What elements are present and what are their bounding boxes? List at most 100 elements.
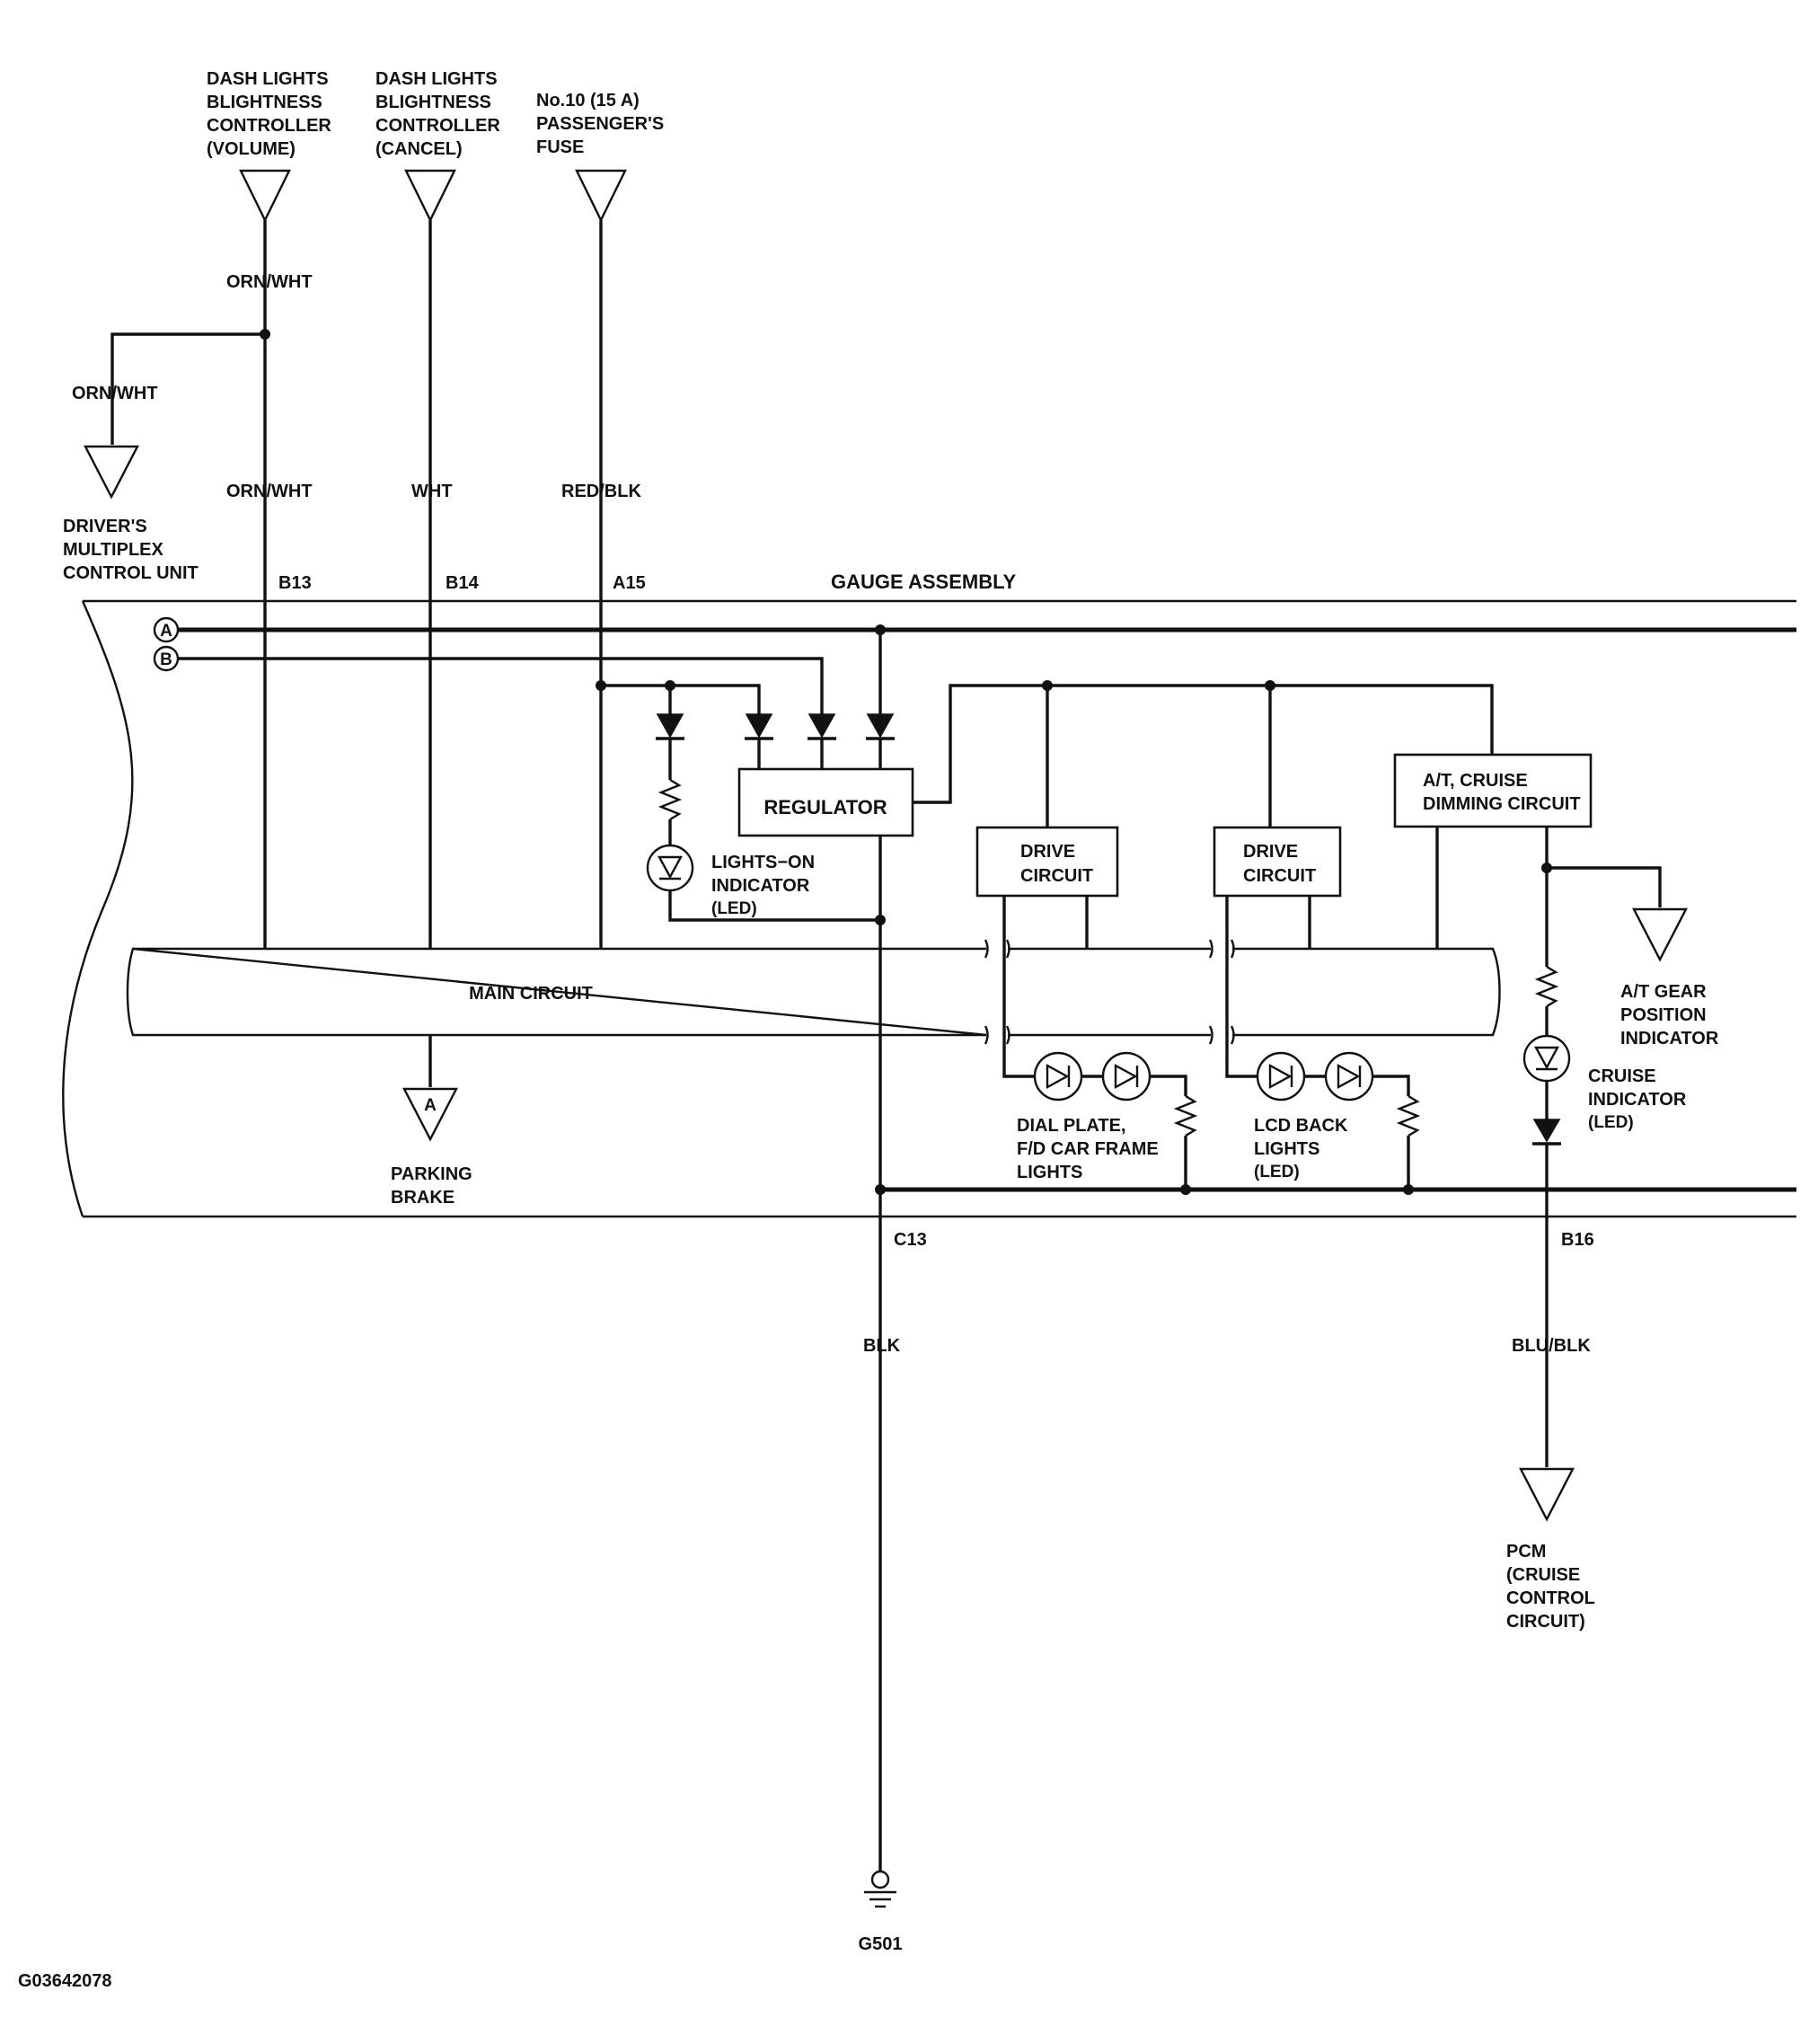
dial-plate-led-1 — [1033, 1051, 1083, 1102]
main-circuit-label: MAIN CIRCUIT — [469, 984, 593, 1004]
ground-bus-junction — [875, 1184, 886, 1195]
lights-on-return-wire — [668, 890, 880, 922]
dial-plate-led-1-triangle — [1046, 1063, 1070, 1090]
dial-plate-line-3: LIGHTS — [1017, 1163, 1082, 1182]
lights-on-branch — [646, 686, 886, 925]
regulator-label: REGULATOR — [763, 796, 887, 818]
break-mark-2-bottom — [1208, 1025, 1235, 1045]
drive-circuit-2-box — [1213, 826, 1342, 898]
cancel-line-1: DASH LIGHTS — [375, 69, 498, 89]
parking-brake-line-1: PARKING — [391, 1164, 472, 1184]
lights-on-line-1: LIGHTS−ON — [711, 853, 815, 872]
pin-b13: B13 — [278, 573, 312, 593]
orn-wht-junction — [260, 329, 270, 340]
dial-plate-feed-wire — [1002, 896, 1035, 1078]
break-mark-1-bottom — [984, 1025, 1010, 1045]
at-gear-label: A/T GEAR POSITION INDICATOR — [1620, 982, 1719, 1049]
lcd-back-label: LCD BACK LIGHTS (LED) — [1254, 1116, 1348, 1181]
main-circuit-outline — [126, 947, 1501, 1037]
lcd-led-2 — [1324, 1051, 1374, 1102]
cruise-branch — [1519, 827, 1688, 1522]
diode-bus-b — [808, 713, 836, 739]
dimming-line-1: A/T, CRUISE — [1423, 771, 1528, 791]
cruise-diode — [1532, 1119, 1561, 1143]
bus-lines: A B — [153, 616, 1796, 723]
drive-circuit-2-line-2: CIRCUIT — [1243, 866, 1316, 886]
drive-circuit-1-box — [975, 826, 1119, 898]
bus-b-letter: B — [160, 650, 172, 669]
lights-on-line-3: (LED) — [711, 899, 757, 918]
wire-label-red-blk: RED/BLK — [561, 482, 641, 501]
wire-label-orn-wht-branch: ORN/WHT — [72, 384, 158, 403]
lights-on-led-circle — [646, 844, 694, 892]
ground-label: G501 — [859, 1934, 903, 1954]
dial-plate-label: DIAL PLATE, F/D CAR FRAME LIGHTS — [1017, 1116, 1159, 1182]
parking-brake-line-2: BRAKE — [391, 1188, 454, 1208]
regulator-output-wire — [913, 684, 1494, 804]
ground-g501: G501 — [859, 1870, 903, 1954]
connector-volume: DASH LIGHTS BLIGHTNESS CONTROLLER (VOLUM… — [207, 69, 331, 223]
drive-circuit-1-line-1: DRIVE — [1020, 842, 1075, 862]
parking-brake-triangle — [402, 1087, 458, 1142]
gauge-left-wavy-edge — [62, 600, 134, 1217]
regulator-box — [737, 767, 914, 837]
driver-unit-line-2: MULTIPLEX — [63, 540, 164, 560]
wire-label-blu-blk: BLU/BLK — [1512, 1336, 1591, 1356]
fuse-line-2: PASSENGER'S — [536, 114, 664, 134]
input-wires — [84, 220, 603, 949]
lcd-feed-wire — [1225, 896, 1258, 1078]
pcm-triangle — [1519, 1467, 1575, 1522]
dial-plate-line-1: DIAL PLATE, — [1017, 1116, 1125, 1136]
pcm-line-2: (CRUISE — [1506, 1565, 1580, 1585]
dial-plate-led-2-triangle — [1114, 1063, 1138, 1090]
pcm-label: PCM (CRUISE CONTROL CIRCUIT) — [1506, 1542, 1595, 1632]
break-mark-1-top — [984, 939, 1010, 959]
volume-line-3: CONTROLLER — [207, 116, 331, 136]
lights-on-line-2: INDICATOR — [711, 876, 810, 896]
diode-bus-a — [866, 713, 895, 739]
pcm-line-1: PCM — [1506, 1542, 1546, 1562]
connector-fuse: No.10 (15 A) PASSENGER'S FUSE — [536, 91, 664, 223]
drive-circuit-2-line-1: DRIVE — [1243, 842, 1298, 862]
lights-on-resistor — [657, 778, 683, 821]
lights-on-diode — [656, 713, 684, 739]
dimming-line-2: DIMMING CIRCUIT — [1423, 794, 1581, 814]
cruise-indicator-line-1: CRUISE — [1588, 1066, 1656, 1086]
pin-b16: B16 — [1561, 1230, 1594, 1250]
lights-on-label: LIGHTS−ON INDICATOR (LED) — [711, 853, 815, 918]
cancel-line-3: CONTROLLER — [375, 116, 500, 136]
driver-unit-label: DRIVER'S MULTIPLEX CONTROL UNIT — [63, 517, 199, 583]
cruise-led-triangle — [1533, 1046, 1560, 1070]
a15-junction — [596, 680, 606, 691]
lcd-led-2-triangle — [1337, 1063, 1361, 1090]
at-gear-wire — [1547, 866, 1662, 907]
cruise-led-circle — [1522, 1034, 1571, 1083]
at-gear-line-1: A/T GEAR — [1620, 982, 1707, 1002]
wire-label-orn-wht-top: ORN/WHT — [226, 272, 313, 292]
connector-cancel: DASH LIGHTS BLIGHTNESS CONTROLLER (CANCE… — [375, 69, 500, 223]
volume-connector-triangle — [239, 169, 291, 223]
cruise-indicator-line-2: INDICATOR — [1588, 1090, 1687, 1110]
gauge-assembly-label: GAUGE ASSEMBLY — [831, 571, 1017, 593]
pcm-line-3: CONTROL — [1506, 1588, 1595, 1608]
wire-label-wht: WHT — [411, 482, 453, 501]
dial-plate-out-wire — [1150, 1075, 1187, 1096]
pcm-line-4: CIRCUIT) — [1506, 1612, 1585, 1632]
pin-a15: A15 — [613, 573, 646, 593]
ground-terminal — [870, 1870, 890, 1889]
main-circuit: MAIN CIRCUIT — [126, 939, 1501, 1045]
lcd-back-line-1: LCD BACK — [1254, 1116, 1348, 1136]
bus-b-line — [178, 657, 824, 723]
lcd-led-1 — [1256, 1051, 1306, 1102]
diode-a15 — [745, 713, 773, 739]
break-mark-2-top — [1208, 939, 1235, 959]
lcd-out-wire — [1372, 1075, 1410, 1096]
a15-to-regulator-wire — [601, 684, 761, 723]
lcd-led-1-triangle — [1268, 1063, 1293, 1090]
regulator-inputs — [596, 630, 895, 769]
cruise-indicator-line-3: (LED) — [1588, 1113, 1634, 1132]
cruise-indicator-label: CRUISE INDICATOR (LED) — [1588, 1066, 1687, 1132]
lcd-resistor — [1396, 1094, 1421, 1137]
drive-circuit-1-line-2: CIRCUIT — [1020, 866, 1093, 886]
